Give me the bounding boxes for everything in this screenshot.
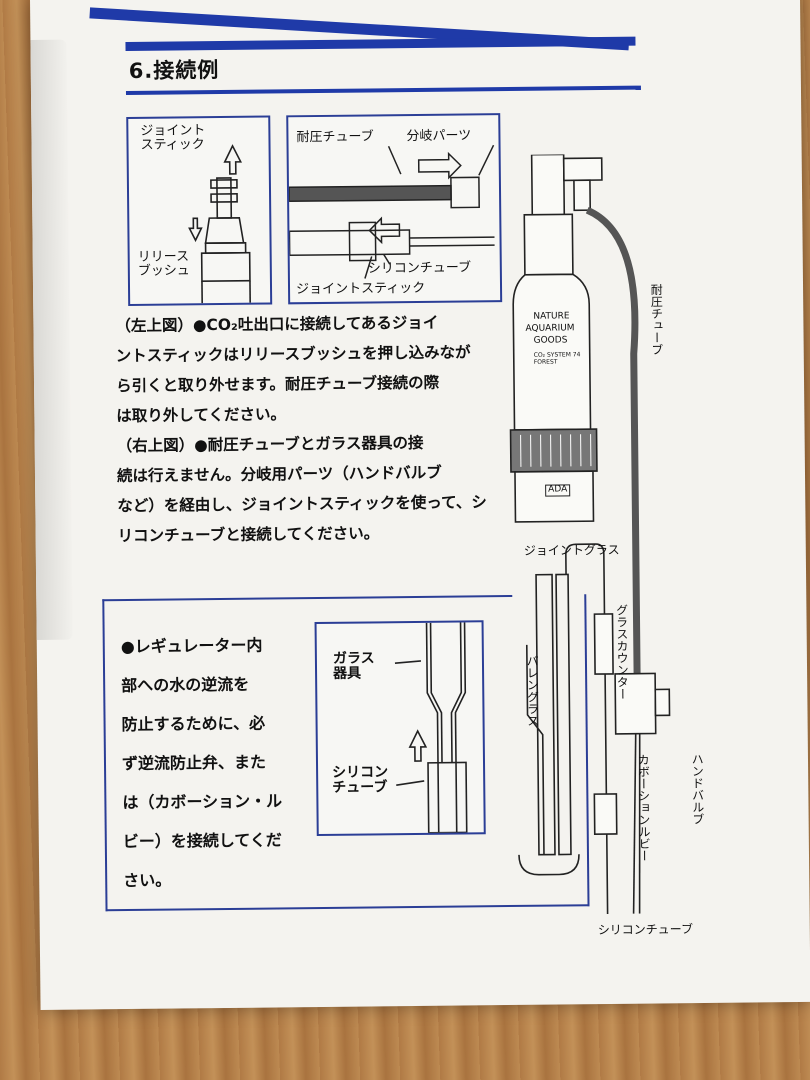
figure-glass-silicone: ガラス 器具 シリコン チューブ [314, 620, 486, 837]
label-glass-counter: グラスカウンター [614, 603, 630, 700]
explanation-line: リコンチューブと接続してください。 [117, 524, 380, 546]
explanation-line: など）を経由し、ジョイントスティックを使って、シ [117, 493, 487, 516]
branch-connection-drawing [288, 144, 495, 279]
section-title: 6.接続例 [128, 58, 220, 83]
instruction-sheet: 6.接続例 ジョイント スティック リリース ブッシュ 耐圧チューブ 分岐パーツ… [30, 0, 810, 1010]
figure-joint-stick: ジョイント スティック リリース ブッシュ [126, 115, 273, 306]
warning-line: さい。 [123, 870, 172, 891]
explanation-text: （左上図）●CO₂吐出口に接続してあるジョイ ントスティックはリリースブッシュを… [115, 307, 487, 551]
label-joint-glass: ジョイントグラス [523, 542, 620, 558]
header-rule-upper [125, 36, 636, 52]
warning-text: ●レギュレーター内 部への水の逆流を 防止するために、必 ず逆流防止弁、また は… [121, 625, 284, 900]
warning-line: ビー）を接続してくだ [122, 830, 282, 852]
warning-line: ず逆流防止弁、また [121, 752, 267, 774]
folded-page-edge [30, 39, 73, 640]
explanation-line: ントスティックはリリースブッシュを押し込みなが [115, 343, 471, 366]
co2-line-drawing [518, 157, 671, 915]
warning-line: は（カボーション・ル [122, 791, 283, 813]
label-pressure-tube: 耐圧チューブ [649, 283, 664, 356]
warning-line: 部への水の逆流を [121, 674, 250, 696]
explanation-line: 続は行えません。分岐用パーツ（ハンドバルブ [116, 463, 442, 486]
joint-stick-drawing [188, 144, 251, 304]
glass-silicone-drawing [394, 622, 468, 834]
warning-line: 防止するために、必 [121, 713, 266, 735]
label-silicone-tube: シリコンチューブ [597, 922, 694, 938]
explanation-line: （右上図）●耐圧チューブとガラス器具の接 [116, 433, 424, 456]
explanation-line: は取り外してください。 [116, 405, 287, 426]
explanation-line: ら引くと取り外せます。耐圧チューブ接続の際 [115, 373, 440, 396]
co2-cylinder-drawing [509, 153, 598, 523]
label-hand-valve: ハンドバルブ [690, 752, 705, 826]
warning-line: ●レギュレーター内 [120, 635, 263, 657]
label-cabochon-ruby: カボーションルビー [636, 753, 652, 862]
header-rule-lower [125, 85, 641, 95]
figure-branch-connection: 耐圧チューブ 分岐パーツ シリコンチューブ ジョイントスティック [286, 113, 503, 305]
explanation-line: （左上図）●CO₂吐出口に接続してあるジョイ [115, 313, 439, 336]
